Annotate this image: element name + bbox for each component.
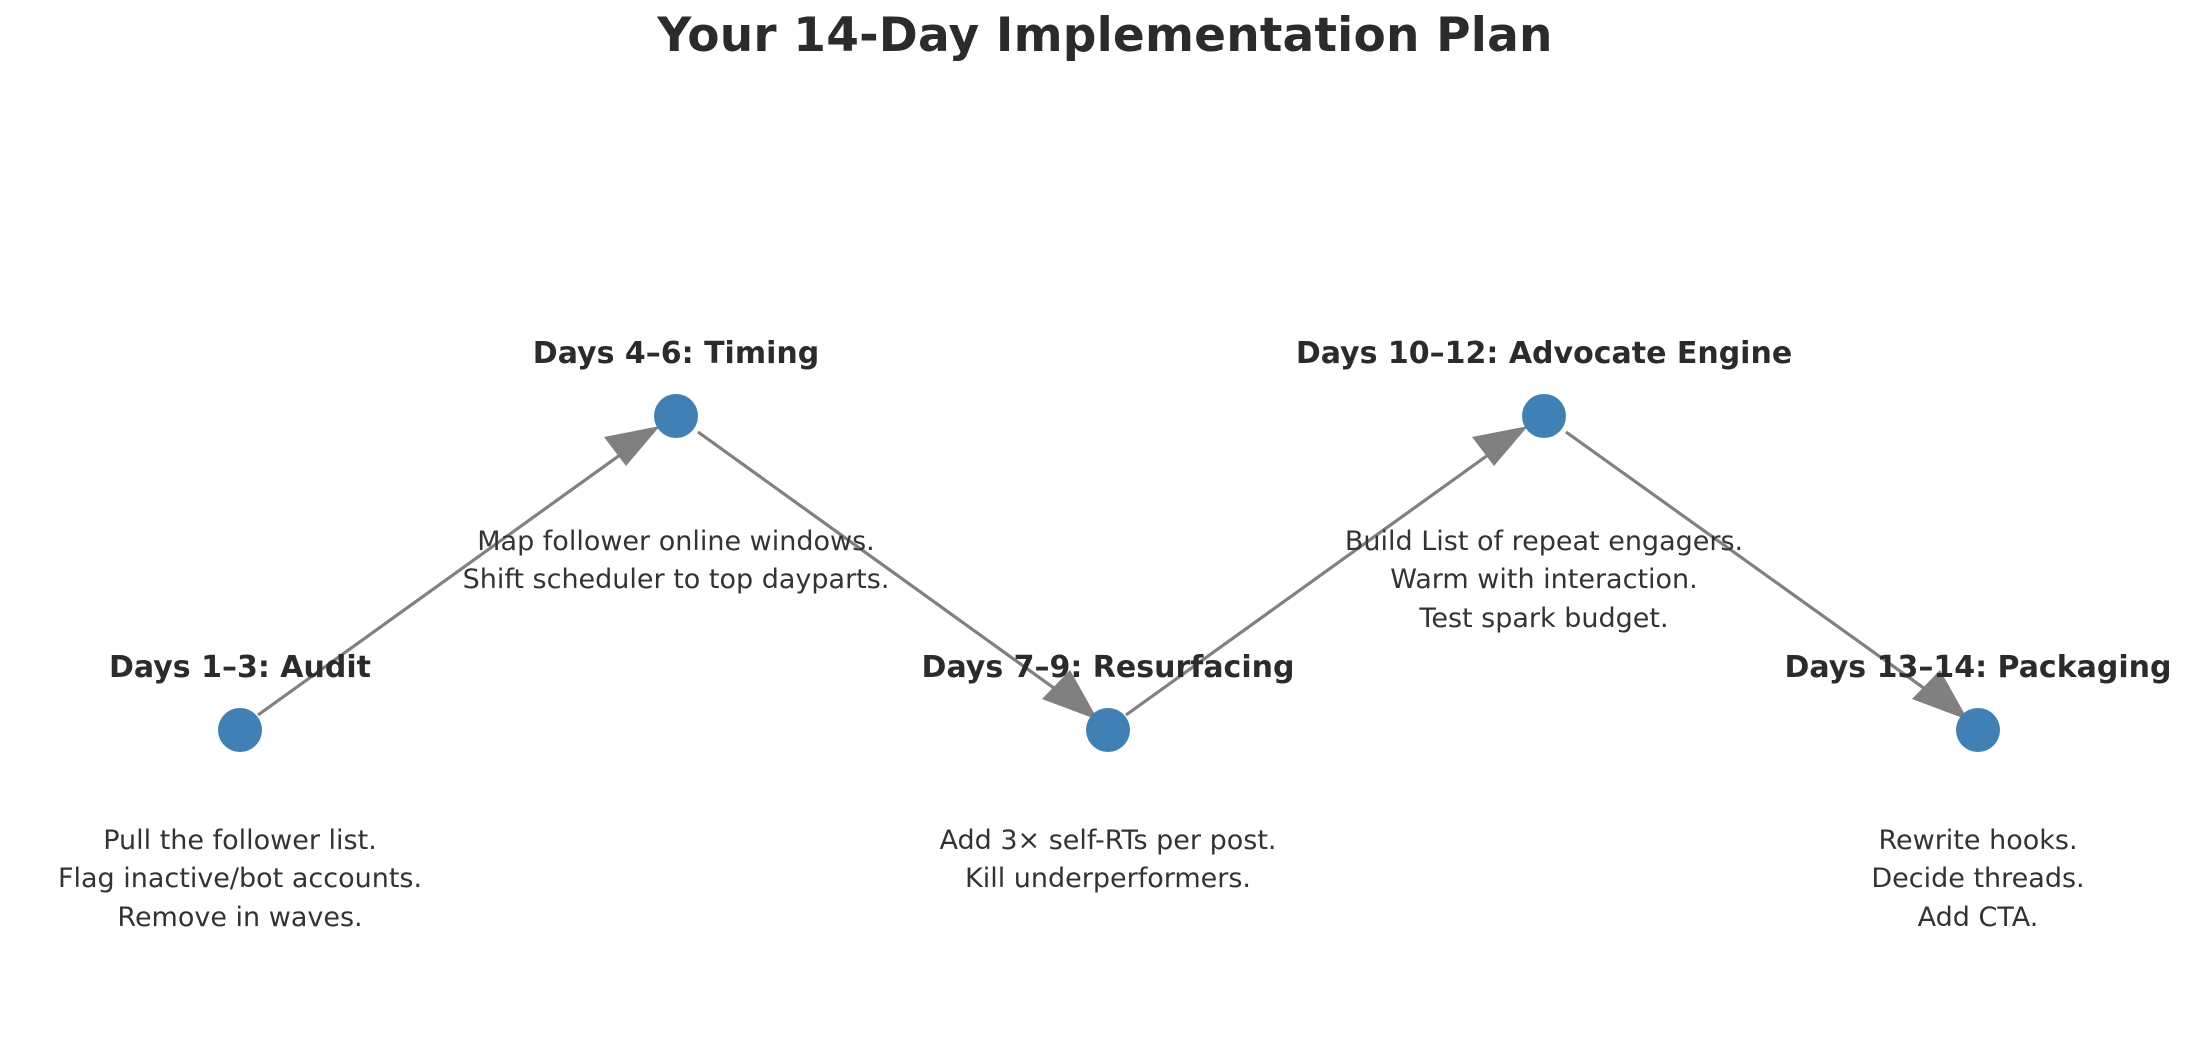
stage-label-3: Days 7–9: Resurfacing [921,650,1295,685]
stage-body-2-line-2: Shift scheduler to top dayparts. [462,564,890,596]
stage-body-4-line-2: Warm with interaction. [1390,564,1698,596]
stage-body-3-line-2: Kill underperformers. [964,863,1252,895]
stage-body-4: Build List of repeat engagers. Warm with… [1345,523,1743,638]
stage-body-1-line-3: Remove in waves. [117,901,363,933]
stage-body-2-line-1: Map follower online windows. [477,526,875,557]
stage-label-1: Days 1–3: Audit [109,650,371,685]
stage-body-5-line-2: Decide threads. [1871,863,2085,895]
stage-label-2: Days 4–6: Timing [532,336,820,371]
stage-node-5[interactable] [1956,708,2000,752]
edge-stage1-to-stage2 [257,426,660,717]
stage-label-5: Days 13–14: Packaging [1784,650,2172,685]
stage-body-1: Pull the follower list. Flag inactive/bo… [58,822,422,937]
stage-body-1-line-1: Pull the follower list. [103,825,377,856]
stage-node-2[interactable] [654,394,698,438]
stage-body-2: Map follower online windows. Shift sched… [463,523,890,600]
stage-node-3[interactable] [1086,708,1130,752]
page-title: Your 14-Day Implementation Plan [657,8,1553,63]
stage-body-5-line-1: Rewrite hooks. [1878,825,2078,856]
stage-label-4: Days 10–12: Advocate Engine [1295,336,1793,371]
edge-stage2-to-stage3 [697,430,1098,720]
stage-body-1-line-2: Flag inactive/bot accounts. [57,863,423,895]
edge-stage3-to-stage4 [1125,426,1528,717]
edge-stage4-to-stage5 [1565,430,1968,720]
stage-body-4-line-3: Test spark budget. [1419,602,1669,634]
stage-node-4[interactable] [1522,394,1566,438]
stage-body-4-line-1: Build List of repeat engagers. [1344,526,1744,557]
stage-body-3-line-1: Add 3× self-RTs per post. [939,825,1277,856]
stage-body-3: Add 3× self-RTs per post. Kill underperf… [940,822,1277,899]
stage-body-5: Rewrite hooks. Decide threads. Add CTA. [1871,822,2084,937]
stage-node-1[interactable] [218,708,262,752]
stage-body-5-line-3: Add CTA. [1917,901,2039,933]
